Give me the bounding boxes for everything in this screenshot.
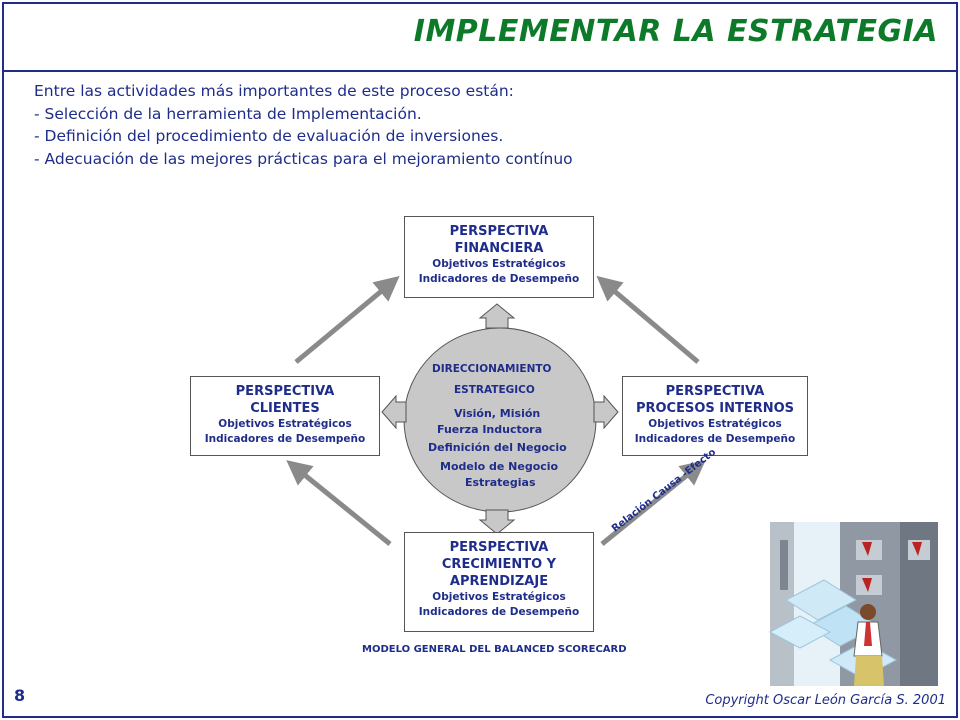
block-arrow-left [381, 394, 407, 430]
perspectiva-procesos-box: PERSPECTIVA PROCESOS INTERNOS Objetivos … [622, 376, 808, 456]
arrow-crecimiento-to-clientes [286, 460, 392, 546]
box-title: PERSPECTIVA [449, 224, 549, 239]
arrow-crecimiento-to-procesos [600, 460, 706, 546]
perspectiva-financiera-box: PERSPECTIVA FINANCIERA Objetivos Estraté… [404, 216, 594, 298]
perspectiva-clientes-box: PERSPECTIVA CLIENTES Objetivos Estratégi… [190, 376, 380, 456]
center-label-5: Definición del Negocio [428, 441, 567, 454]
box-subtitle: Objetivos Estratégicos [432, 591, 566, 603]
intro-text: Entre las actividades más importantes de… [34, 80, 573, 170]
block-arrow-down [478, 509, 516, 535]
center-label-2: ESTRATEGICO [454, 384, 535, 396]
box-title: PROCESOS INTERNOS [635, 401, 795, 416]
block-arrow-right [593, 394, 619, 430]
box-title: PERSPECTIVA [235, 384, 335, 399]
business-person-illustration [768, 522, 938, 686]
box-subtitle: Indicadores de Desempeño [204, 433, 366, 445]
box-subtitle: Objetivos Estratégicos [432, 258, 566, 270]
box-subtitle: Indicadores de Desempeño [418, 273, 580, 285]
intro-line: - Adecuación de las mejores prácticas pa… [34, 149, 573, 168]
block-arrow-up [478, 303, 516, 329]
center-label-4: Fuerza Inductora [437, 423, 543, 436]
arrow-procesos-to-financiera [596, 275, 700, 364]
box-title: CRECIMIENTO Y [441, 557, 557, 572]
page-number: 8 [14, 686, 26, 705]
box-subtitle: Indicadores de Desempeño [634, 433, 796, 445]
diagram-caption: MODELO GENERAL DEL BALANCED SCORECARD [362, 644, 627, 655]
center-label-3: Visión, Misión [454, 407, 541, 420]
box-title: PERSPECTIVA [665, 384, 765, 399]
box-title: CLIENTES [250, 401, 320, 416]
box-title: FINANCIERA [454, 241, 544, 256]
box-title: PERSPECTIVA [449, 540, 549, 555]
box-subtitle: Indicadores de Desempeño [418, 606, 580, 618]
box-title: APRENDIZAJE [449, 574, 549, 589]
page-title: IMPLEMENTAR LA ESTRATEGIA [413, 14, 938, 49]
perspectiva-crecimiento-box: PERSPECTIVA CRECIMIENTO Y APRENDIZAJE Ob… [404, 532, 594, 632]
center-label-1: DIRECCIONAMIENTO [432, 363, 552, 375]
box-subtitle: Objetivos Estratégicos [648, 418, 782, 430]
center-label-7: Estrategias [465, 476, 536, 489]
title-divider [4, 70, 956, 72]
intro-line: - Selección de la herramienta de Impleme… [34, 104, 422, 123]
box-subtitle: Objetivos Estratégicos [218, 418, 352, 430]
copyright-text: Copyright Oscar León García S. 2001 [705, 693, 946, 708]
center-label-6: Modelo de Negocio [440, 460, 559, 473]
intro-line: - Definición del procedimiento de evalua… [34, 127, 504, 145]
arrow-clientes-to-financiera [294, 276, 400, 364]
intro-line: Entre las actividades más importantes de… [34, 82, 514, 100]
